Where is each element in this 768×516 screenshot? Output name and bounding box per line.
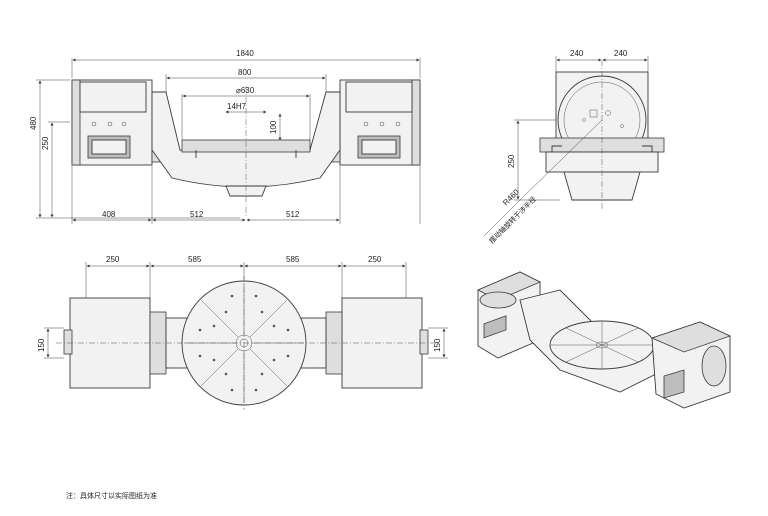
iso-t-slots [550, 321, 654, 369]
table-holes [198, 294, 290, 392]
dim-inner-width: 800 [238, 68, 252, 77]
top-view: 250 585 585 250 150 150 [37, 255, 448, 410]
dim-side-left-width: 240 [570, 49, 584, 58]
dim-table-height: 100 [269, 120, 278, 134]
dim-total-height: 480 [29, 116, 38, 130]
dim-table-diameter: ⌀630 [236, 86, 255, 95]
dim-top-right-depth: 150 [433, 338, 442, 352]
isometric-view [477, 271, 732, 409]
dim-axis-height: 250 [41, 136, 50, 150]
dim-side-right-width: 240 [614, 49, 628, 58]
side-view: 240 240 250 R460 摆动轴旋转干涉半径 [483, 49, 665, 245]
front-view: 1840 800 ⌀630 14H7 100 480 250 408 512 5… [29, 49, 421, 224]
dim-top-right-motor: 250 [368, 255, 382, 264]
dim-top-right-span: 585 [286, 255, 300, 264]
footnote: 注：具体尺寸以实际图纸为准 [66, 492, 157, 500]
dim-bore: 14H7 [227, 102, 247, 111]
dim-half-span-right: 512 [286, 210, 300, 219]
dim-half-span-left: 512 [190, 210, 204, 219]
dim-left-offset: 408 [102, 210, 116, 219]
dim-top-left-span: 585 [188, 255, 202, 264]
dim-top-left-depth: 150 [37, 338, 46, 352]
dim-side-axis-height: 250 [507, 154, 516, 168]
dim-top-left-motor: 250 [106, 255, 120, 264]
dim-overall-width: 1840 [236, 49, 254, 58]
dim-swing-radius: R460 [501, 187, 521, 207]
